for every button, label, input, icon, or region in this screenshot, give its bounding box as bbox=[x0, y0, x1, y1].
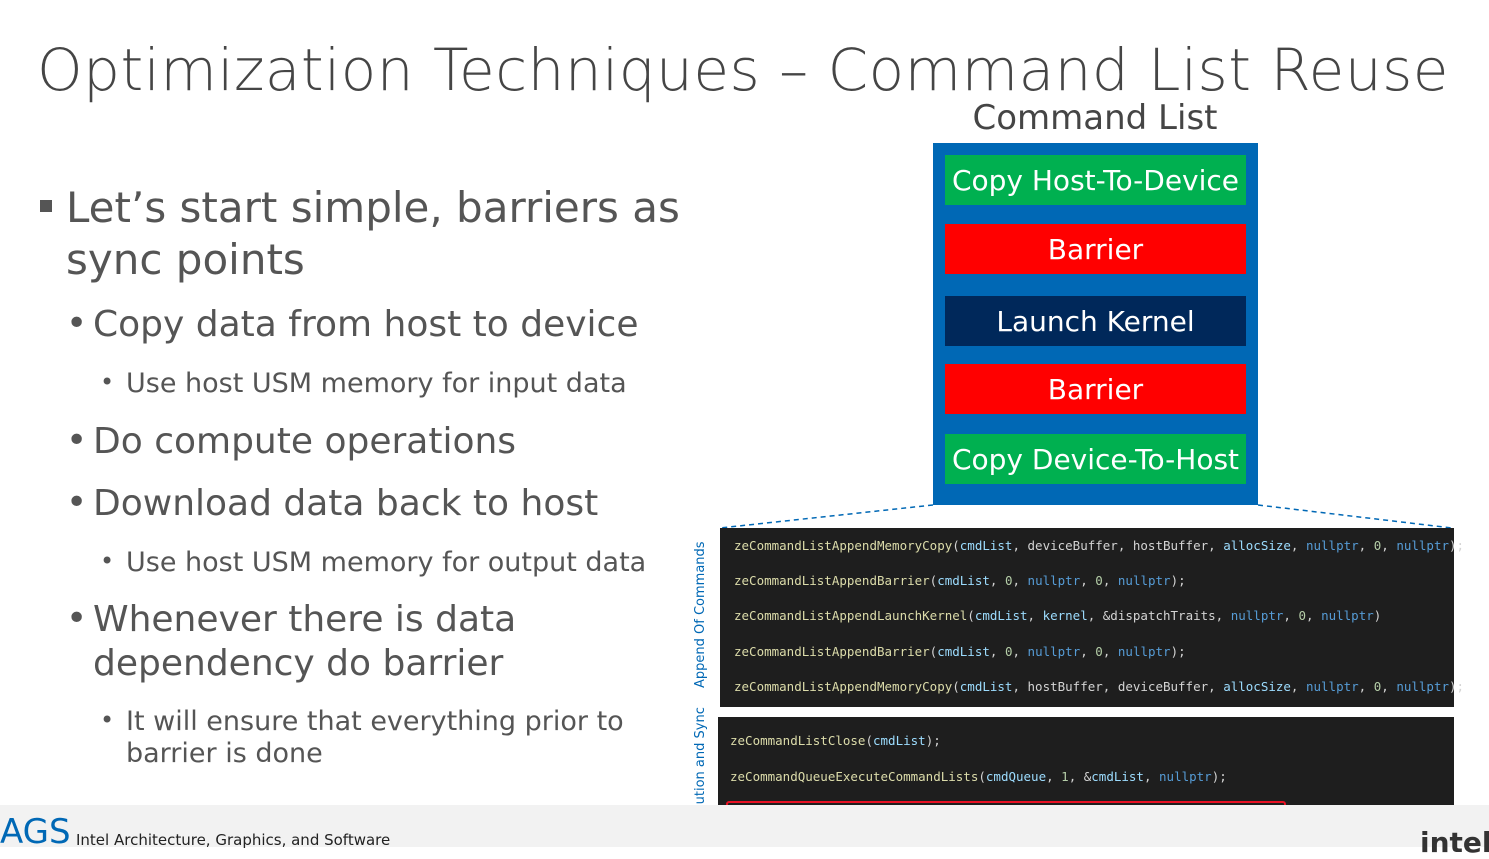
code-line: zeCommandListAppendLaunchKernel(cmdList,… bbox=[734, 608, 1382, 623]
bullet-level1-cont: sync points bbox=[66, 235, 305, 284]
bullet-dot-marker: • bbox=[66, 420, 88, 461]
append-code-panel: zeCommandListAppendMemoryCopy(cmdList, d… bbox=[720, 528, 1464, 707]
bullet-level2-download: Download data back to host bbox=[93, 483, 599, 524]
intel-logo: intel. bbox=[1420, 826, 1489, 859]
bullet-level3-input: Use host USM memory for input data bbox=[126, 368, 627, 399]
bullet-dot-marker: • bbox=[66, 303, 88, 344]
bullet-level2-dependency-cont: dependency do barrier bbox=[93, 643, 504, 684]
code-line: zeCommandListClose(cmdList); bbox=[730, 733, 941, 748]
bullet-level2-compute: Do compute operations bbox=[93, 421, 517, 462]
bullet-dot-marker: • bbox=[100, 547, 115, 575]
code-line: zeCommandListAppendBarrier(cmdList, 0, n… bbox=[734, 644, 1186, 659]
step-copy-device-to-host: Copy Device-To-Host bbox=[945, 434, 1246, 484]
ags-logo: AGS bbox=[0, 812, 71, 852]
code-line: zeCommandQueueExecuteCommandLists(cmdQue… bbox=[730, 769, 1227, 784]
slide-title: Optimization Techniques – Command List R… bbox=[37, 36, 1449, 104]
footer-bar bbox=[0, 805, 1489, 847]
code-line: zeCommandListAppendMemoryCopy(cmdList, d… bbox=[734, 538, 1465, 553]
step-barrier-1: Barrier bbox=[945, 224, 1246, 274]
bullet-level2-copy: Copy data from host to device bbox=[93, 304, 639, 345]
bullet-square-marker bbox=[40, 200, 52, 212]
bullet-level3-ensure-cont: barrier is done bbox=[126, 738, 323, 769]
command-list-title: Command List bbox=[972, 98, 1218, 138]
bullet-level3-ensure: It will ensure that everything prior to bbox=[126, 706, 624, 737]
code-line: zeCommandListAppendBarrier(cmdList, 0, n… bbox=[734, 573, 1186, 588]
step-copy-host-to-device: Copy Host-To-Device bbox=[945, 155, 1246, 205]
step-barrier-2: Barrier bbox=[945, 364, 1246, 414]
step-launch-kernel: Launch Kernel bbox=[945, 296, 1246, 346]
bullet-dot-marker: • bbox=[100, 368, 115, 396]
bullet-dot-marker: • bbox=[66, 482, 88, 523]
bullet-level3-output: Use host USM memory for output data bbox=[126, 547, 647, 578]
bullet-level1: Let’s start simple, barriers as bbox=[66, 183, 680, 232]
append-commands-label: Append Of Commands bbox=[693, 541, 708, 688]
bullet-dot-marker: • bbox=[66, 598, 88, 639]
code-line: zeCommandListAppendMemoryCopy(cmdList, h… bbox=[734, 679, 1465, 694]
command-list-box: Copy Host-To-Device Barrier Launch Kerne… bbox=[933, 143, 1258, 505]
footer-text: Intel Architecture, Graphics, and Softwa… bbox=[76, 831, 391, 849]
bullet-level2-dependency: Whenever there is data bbox=[93, 599, 517, 640]
bullet-dot-marker: • bbox=[100, 706, 115, 734]
